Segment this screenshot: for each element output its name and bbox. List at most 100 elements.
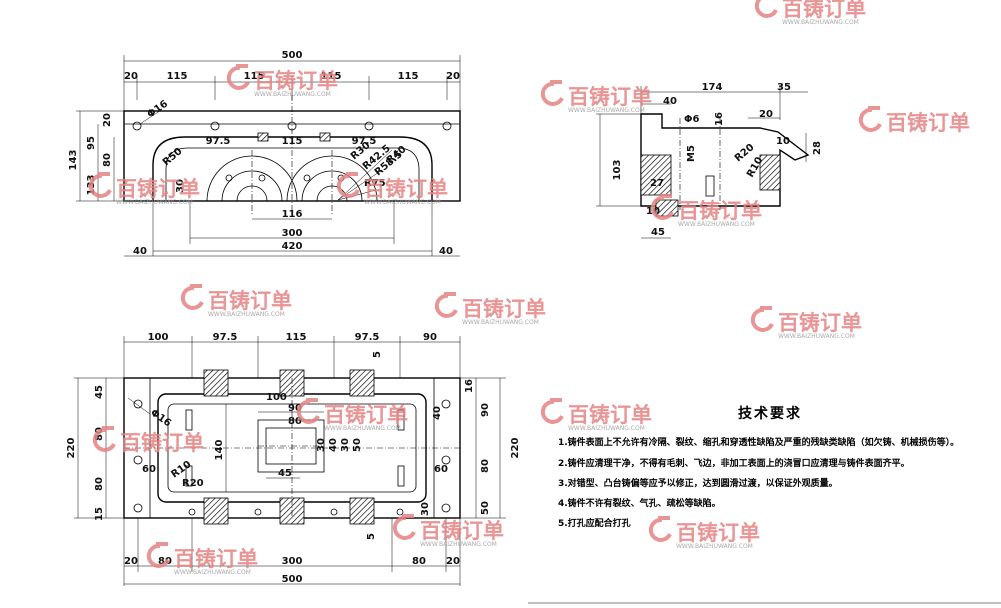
dim-inner-2: 115 bbox=[282, 136, 303, 147]
plan-inner-60-right: 60 bbox=[434, 464, 448, 475]
watermark-9: 百铸订单 WWW.BAIZHUWANG.COM bbox=[434, 292, 546, 326]
watermark-10: 百铸订单 WWW.BAIZHUWANG.COM bbox=[750, 306, 862, 340]
dim-side-27: 27 bbox=[650, 178, 664, 189]
watermark-6: 百铸订单 WWW.BAIZHUWANG.COM bbox=[336, 172, 448, 206]
svg-text:百铸订单: 百铸订单 bbox=[678, 199, 762, 223]
plan-bottom-80b: 80 bbox=[412, 556, 426, 567]
callout-phi16: Φ16 bbox=[145, 99, 170, 121]
watermark-4: 百铸订单 bbox=[858, 106, 970, 135]
plan-top-97-5b: 97.5 bbox=[355, 332, 380, 343]
svg-text:WWW.BAIZHUWANG.COM: WWW.BAIZHUWANG.COM bbox=[778, 333, 855, 340]
plan-bottom-20a: 20 bbox=[124, 556, 138, 567]
plan-top-97-5a: 97.5 bbox=[213, 332, 238, 343]
dim-seg-6: 20 bbox=[446, 71, 460, 82]
tech-req-item-5: 5.打孔应配合打孔 bbox=[558, 517, 631, 529]
dim-side-28: 28 bbox=[812, 141, 823, 155]
svg-text:百铸订单: 百铸订单 bbox=[568, 403, 652, 427]
dim-seg-3: 115 bbox=[244, 71, 265, 82]
callout-30: 30 bbox=[175, 179, 186, 193]
dim-side-m5: M5 bbox=[686, 145, 697, 162]
dim-height-80: 80 bbox=[102, 153, 113, 167]
plan-right-90: 90 bbox=[480, 403, 491, 417]
svg-text:WWW.BAIZHUWANG.COM: WWW.BAIZHUWANG.COM bbox=[678, 221, 755, 228]
watermark-16: 百铸订单 WWW.BAIZHUWANG.COM bbox=[146, 542, 258, 576]
dim-bottom-300: 300 bbox=[282, 228, 303, 239]
svg-text:百铸订单: 百铸订单 bbox=[364, 177, 448, 201]
dim-side-103: 103 bbox=[612, 160, 623, 181]
plan-inner-50: 50 bbox=[352, 438, 363, 452]
dim-side-16: 16 bbox=[714, 112, 725, 126]
dim-seg-5: 115 bbox=[398, 71, 419, 82]
svg-text:百铸订单: 百铸订单 bbox=[116, 177, 200, 201]
dim-inner-1: 97.5 bbox=[206, 136, 231, 147]
plan-inner-30b: 30 bbox=[316, 438, 327, 452]
plan-inner-30a: 30 bbox=[340, 438, 351, 452]
plan-callout-phi16: Φ16 bbox=[148, 407, 173, 429]
plan-inner-30c: 30 bbox=[420, 502, 431, 516]
dim-side-10: 10 bbox=[776, 136, 790, 147]
plan-right-5: 5 bbox=[366, 533, 377, 540]
svg-text:WWW.BAIZHUWANG.COM: WWW.BAIZHUWANG.COM bbox=[254, 91, 331, 98]
svg-text:WWW.BAIZHUWANG.COM: WWW.BAIZHUWANG.COM bbox=[420, 541, 497, 548]
svg-text:百铸订单: 百铸订单 bbox=[782, 0, 866, 21]
plan-right-220: 220 bbox=[510, 438, 521, 459]
plan-inner-90: 90 bbox=[288, 403, 302, 414]
dim-bottom-116: 116 bbox=[282, 209, 303, 220]
plan-inner-40b: 40 bbox=[432, 406, 443, 420]
dim-seg-4: 115 bbox=[321, 71, 342, 82]
dim-inner-3: 97.5 bbox=[352, 136, 377, 147]
dim-height-95: 95 bbox=[86, 136, 97, 150]
plan-left-220: 220 bbox=[66, 438, 77, 459]
plan-inner-40a: 40 bbox=[328, 438, 339, 452]
plan-inner-100: 100 bbox=[266, 392, 287, 403]
svg-text:百铸订单: 百铸订单 bbox=[568, 85, 652, 109]
plan-right-50: 50 bbox=[480, 501, 491, 515]
plan-inner-80: 80 bbox=[288, 416, 302, 427]
tech-req-item-2: 2.铸件应清理干净，不得有毛刺、飞边，非加工表面上的浇冒口应清理与铸件表面齐平。 bbox=[558, 457, 910, 469]
watermark-7: 百铸订单 WWW.BAIZHUWANG.COM bbox=[650, 194, 762, 228]
plan-left-45: 45 bbox=[94, 385, 105, 399]
watermark-15: 百铸订单 WWW.BAIZHUWANG.COM bbox=[648, 516, 760, 550]
plan-top-90: 90 bbox=[423, 332, 437, 343]
svg-text:百铸订单: 百铸订单 bbox=[174, 547, 258, 571]
svg-text:百铸订单: 百铸订单 bbox=[676, 521, 760, 545]
svg-text:百铸订单: 百铸订单 bbox=[886, 111, 970, 135]
dim-bottom-40-left: 40 bbox=[133, 246, 147, 257]
svg-text:百铸订单: 百铸订单 bbox=[324, 403, 408, 427]
plan-top-100: 100 bbox=[148, 332, 169, 343]
plan-inner-140: 140 bbox=[214, 440, 225, 461]
watermark-14: 百铸订单 WWW.BAIZHUWANG.COM bbox=[392, 514, 504, 548]
watermark-5: 百铸订单 WWW.BAIZHUWANG.COM bbox=[88, 172, 200, 206]
plan-right-16: 16 bbox=[464, 379, 475, 393]
plan-view: 100 97.5 115 97.5 90 5 bbox=[66, 332, 521, 586]
plan-bottom-500: 500 bbox=[282, 574, 303, 585]
svg-text:WWW.BAIZHUWANG.COM: WWW.BAIZHUWANG.COM bbox=[782, 19, 859, 26]
tech-req-item-3: 3.对错型、凸台铸偏等应予以修正，达到圆滑过渡，以保证外观质量。 bbox=[558, 477, 838, 489]
tech-requirements-title: 技术要求 bbox=[738, 405, 802, 422]
dim-side-40: 40 bbox=[663, 96, 677, 107]
watermark-13: 百铸订单 bbox=[92, 426, 204, 455]
plan-right-80: 80 bbox=[480, 459, 491, 473]
svg-text:百铸订单: 百铸订单 bbox=[420, 519, 504, 543]
svg-text:WWW.BAIZHUWANG.COM: WWW.BAIZHUWANG.COM bbox=[324, 425, 401, 432]
svg-text:WWW.BAIZHUWANG.COM: WWW.BAIZHUWANG.COM bbox=[462, 319, 539, 326]
svg-text:百铸订单: 百铸订单 bbox=[254, 69, 338, 93]
dim-bottom-40-right: 40 bbox=[439, 246, 453, 257]
plan-bottom-20b: 20 bbox=[446, 556, 460, 567]
svg-text:WWW.BAIZHUWANG.COM: WWW.BAIZHUWANG.COM bbox=[208, 311, 285, 318]
dim-height-20: 20 bbox=[102, 113, 113, 127]
plan-left-15: 15 bbox=[94, 507, 105, 521]
svg-text:WWW.BAIZHUWANG.COM: WWW.BAIZHUWANG.COM bbox=[676, 543, 753, 550]
dim-seg-1: 20 bbox=[124, 71, 138, 82]
callout-r75: R75 bbox=[364, 178, 386, 189]
watermark-1: 百铸订单 WWW.BAIZHUWANG.COM bbox=[754, 0, 866, 26]
dim-side-phi6: Φ6 bbox=[684, 114, 700, 125]
plan-inner-45: 45 bbox=[278, 468, 292, 479]
dim-side-width: 174 bbox=[702, 82, 723, 93]
svg-text:WWW.BAIZHUWANG.COM: WWW.BAIZHUWANG.COM bbox=[364, 199, 441, 206]
plan-inner-r20: R20 bbox=[182, 478, 204, 489]
dim-height-143: 143 bbox=[68, 150, 79, 171]
svg-text:WWW.BAIZHUWANG.COM: WWW.BAIZHUWANG.COM bbox=[116, 199, 193, 206]
